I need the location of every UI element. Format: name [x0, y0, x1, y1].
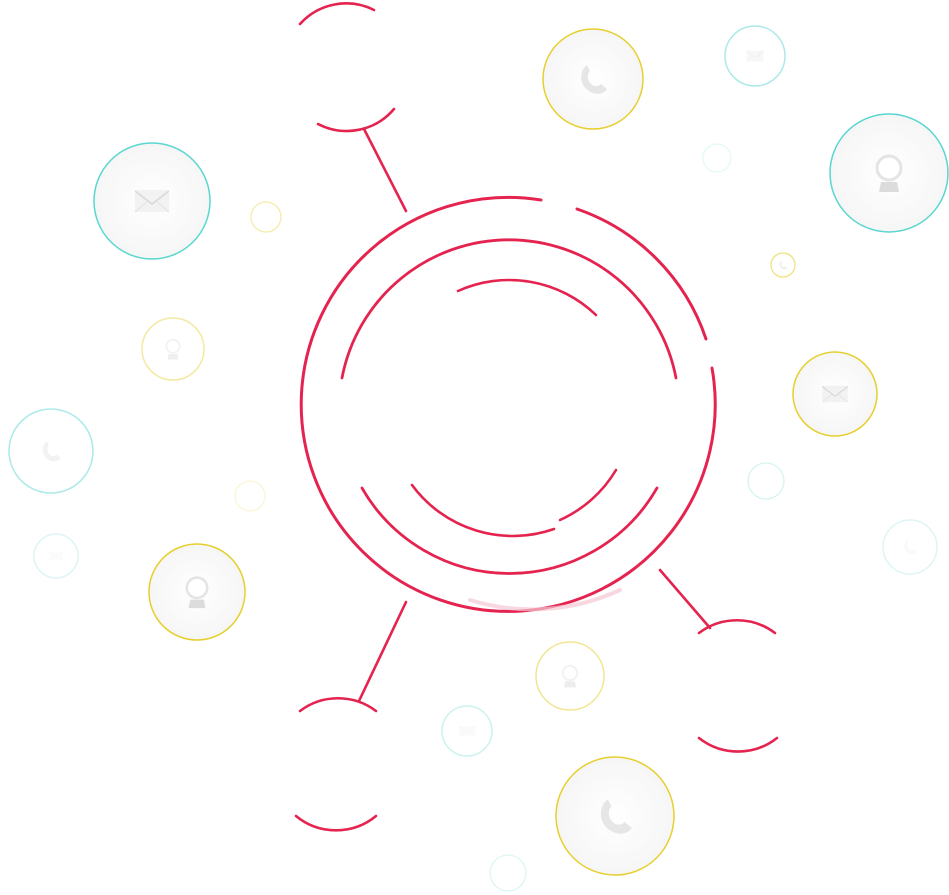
connector-line	[357, 600, 408, 703]
middle-ring	[340, 238, 678, 380]
envelope-icon	[746, 50, 764, 62]
inner-ring	[410, 483, 556, 538]
satellite-ring-top	[316, 107, 396, 133]
phone-bubble	[542, 28, 644, 130]
person-bubble	[148, 543, 246, 641]
satellite-rings	[294, 2, 779, 832]
envelope-bubble	[792, 351, 878, 437]
connection-lines	[357, 127, 712, 703]
faint-phone-bubble	[747, 462, 785, 500]
faint-phone-bubble	[770, 252, 796, 278]
envelope-icon	[48, 551, 64, 561]
faint-person-bubble	[141, 317, 205, 381]
person-icon	[165, 338, 181, 361]
satellite-ring-bottom-right	[697, 619, 777, 635]
faint-phone-bubble	[702, 143, 732, 173]
satellite-ring-bottom-left	[298, 697, 378, 713]
faint-phone-bubble	[489, 854, 527, 892]
connector-line	[658, 568, 712, 630]
outer-ring	[575, 207, 708, 341]
main-rings	[299, 195, 717, 613]
person-icon	[875, 154, 903, 194]
middle-ring	[360, 486, 659, 575]
satellite-ring-top	[298, 2, 376, 26]
ring-shadow	[468, 588, 622, 612]
envelope-icon	[134, 189, 170, 213]
person-icon	[561, 664, 579, 689]
faint-person-bubble	[535, 641, 605, 711]
person-icon	[185, 576, 209, 610]
inner-ring	[558, 468, 618, 522]
satellite-ring-bottom-right	[697, 736, 779, 753]
envelope-icon	[459, 725, 475, 737]
satellite-ring-bottom-left	[294, 814, 378, 832]
faint-phone-bubble	[234, 480, 266, 512]
faint-envelope-bubble	[441, 705, 493, 757]
connector-line	[362, 127, 408, 213]
envelope-bubble	[93, 142, 211, 260]
faint-phone-bubble	[250, 201, 282, 233]
outer-ring	[299, 195, 717, 613]
icon-bubbles	[8, 25, 949, 892]
inner-ring	[456, 278, 598, 317]
phone-bubble	[555, 756, 675, 876]
faint-envelope-bubble	[724, 25, 786, 87]
faint-phone-bubble	[8, 408, 94, 494]
envelope-icon	[821, 385, 849, 403]
faint-phone-bubble	[882, 519, 938, 575]
person-bubble	[829, 113, 949, 233]
faint-envelope-bubble	[33, 533, 79, 579]
